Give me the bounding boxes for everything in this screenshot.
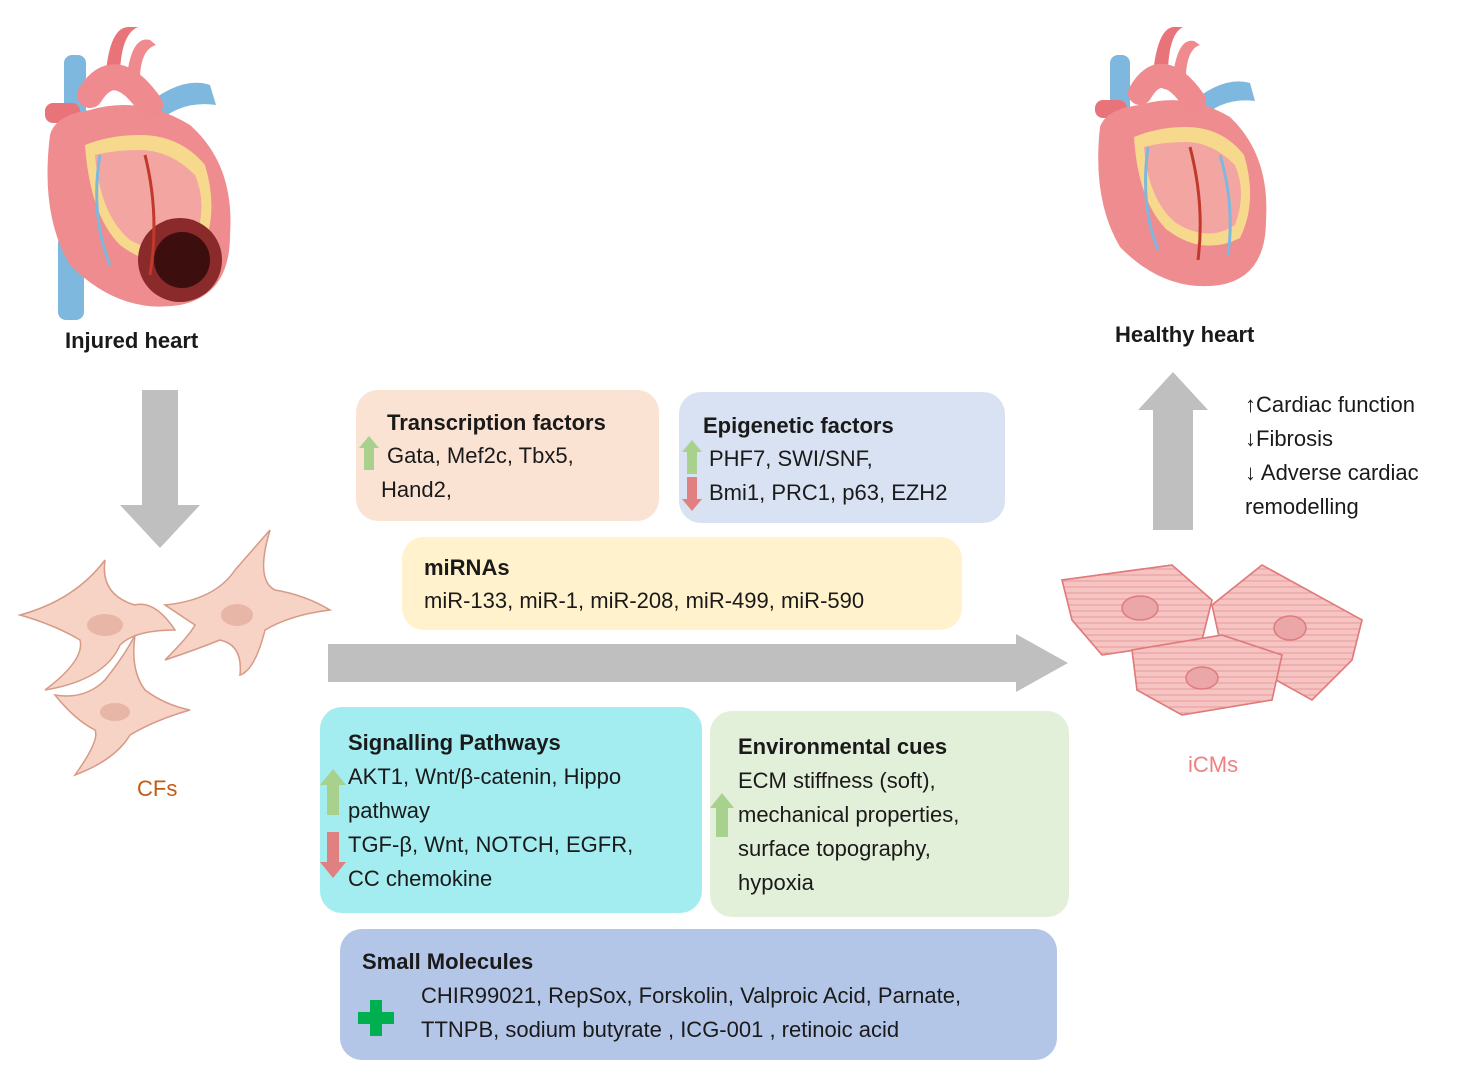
mirnas-line: miR-133, miR-1, miR-208, miR-499, miR-59… (424, 588, 865, 613)
healthy-heart-illustration (1095, 26, 1267, 287)
small-molecules-box: Small Molecules CHIR99021, RepSox, Forsk… (340, 929, 1057, 1060)
cfs-label: CFs (137, 776, 178, 801)
transcription-factors-title: Transcription factors (387, 410, 606, 435)
epigenetic-factors-line: PHF7, SWI/SNF, (709, 446, 873, 471)
up-arrow-icon (359, 436, 379, 470)
epigenetic-factors-box: Epigenetic factors PHF7, SWI/SNF, Bmi1, … (679, 392, 1005, 523)
outcomes-list: ↑Cardiac function ↓Fibrosis ↓ Adverse ca… (1245, 388, 1419, 524)
small-molecules-title: Small Molecules (362, 949, 534, 974)
environmental-cues-line: hypoxia (738, 870, 814, 895)
outcome-cardiac-function: ↑Cardiac function (1245, 392, 1415, 417)
up-arrow-icon (710, 793, 734, 837)
signalling-pathways-line: AKT1, Wnt/β-catenin, Hippo (348, 764, 622, 789)
transcription-factors-box: Transcription factors Gata, Mef2c, Tbx5,… (356, 390, 659, 521)
outcome-fibrosis: ↓Fibrosis (1245, 426, 1334, 451)
induced-cardiomyocytes-illustration (1061, 564, 1363, 716)
down-arrow (120, 390, 200, 548)
environmental-cues-title: Environmental cues (738, 734, 948, 759)
injured-heart-illustration (45, 26, 231, 320)
environmental-cues-line: ECM stiffness (soft), (738, 768, 936, 793)
mirnas-box: miRNAs miR-133, miR-1, miR-208, miR-499,… (402, 537, 962, 630)
environmental-cues-line: surface topography, (738, 836, 931, 861)
outcome-adverse-remodelling: ↓ Adverse cardiac (1245, 460, 1419, 485)
environmental-cues-line: mechanical properties, (738, 802, 960, 827)
reprogramming-arrow (328, 634, 1068, 692)
down-arrow-icon (320, 832, 346, 878)
signalling-pathways-line: CC chemokine (348, 866, 493, 891)
small-molecules-line: CHIR99021, RepSox, Forskolin, Valproic A… (421, 983, 962, 1008)
signalling-pathways-line: pathway (348, 798, 430, 823)
up-arrow (1138, 372, 1208, 530)
injured-heart-label: Injured heart (65, 328, 199, 353)
down-arrow-icon (682, 477, 702, 511)
transcription-factors-line: Hand2, (381, 477, 452, 502)
healthy-heart-label: Healthy heart (1115, 322, 1255, 347)
small-molecules-line: TTNPB, sodium butyrate , ICG-001 , retin… (421, 1017, 900, 1042)
up-arrow-icon (320, 769, 346, 815)
signalling-pathways-line: TGF-β, Wnt, NOTCH, EGFR, (348, 832, 634, 857)
transcription-factors-line: Gata, Mef2c, Tbx5, (387, 443, 574, 468)
signalling-pathways-title: Signalling Pathways (348, 730, 561, 755)
cardiac-fibroblasts-illustration (17, 529, 333, 777)
signalling-pathways-box: Signalling Pathways AKT1, Wnt/β-catenin,… (320, 707, 702, 913)
icms-label: iCMs (1188, 752, 1239, 777)
epigenetic-factors-title: Epigenetic factors (703, 413, 894, 438)
plus-icon (358, 1000, 394, 1036)
mirnas-title: miRNAs (424, 555, 510, 580)
epigenetic-factors-line: Bmi1, PRC1, p63, EZH2 (709, 480, 948, 505)
environmental-cues-box: Environmental cues ECM stiffness (soft),… (710, 711, 1069, 917)
outcome-remodelling: remodelling (1245, 494, 1359, 519)
up-arrow-icon (682, 440, 702, 474)
